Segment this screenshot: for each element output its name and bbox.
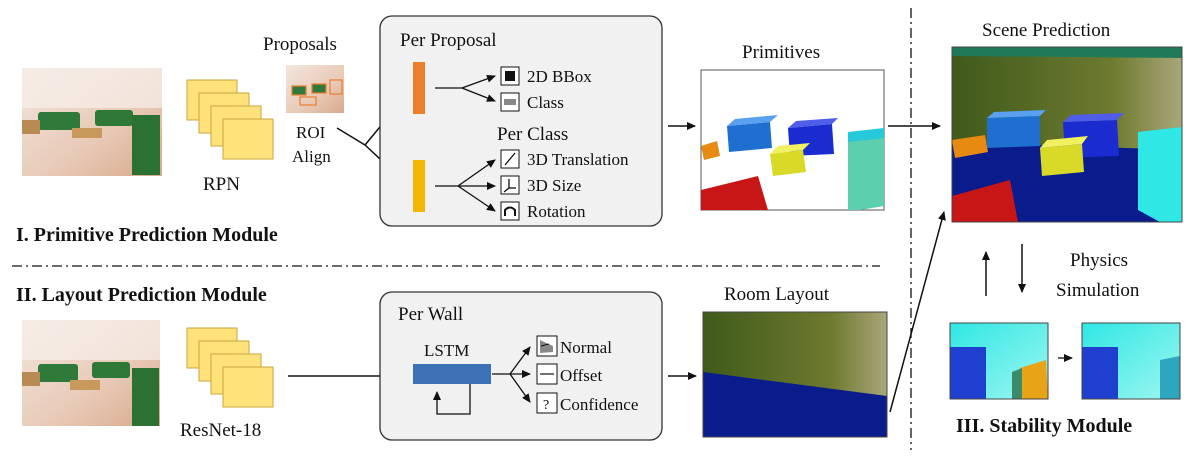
roi-label-line2: Align (292, 147, 331, 166)
rpn-feature-stack (186, 79, 274, 160)
primitives-label: Primitives (742, 42, 820, 63)
per-proposal-label: Per Proposal (400, 30, 497, 51)
roi-label-line1: ROI (296, 123, 326, 142)
lstm-block (413, 364, 491, 384)
size-label: 3D Size (527, 176, 581, 195)
lstm-label: LSTM (424, 341, 469, 360)
scene-prediction-label: Scene Prediction (982, 20, 1111, 41)
module1-title: I. Primitive Prediction Module (16, 224, 278, 246)
offset-label: Offset (560, 366, 602, 385)
scene-prediction-image (951, 46, 1183, 223)
proposal-feature-bar (413, 62, 425, 114)
normal-label: Normal (560, 338, 612, 357)
input-room-image-bottom (22, 320, 160, 426)
module3-title: III. Stability Module (956, 415, 1132, 437)
proposals-thumbnail (286, 65, 344, 113)
per-class-label: Per Class (497, 124, 568, 145)
class-label: Class (527, 93, 564, 112)
per-wall-panel (379, 291, 663, 441)
resnet-feature-stack (186, 327, 274, 408)
rpn-label: RPN (203, 174, 240, 195)
svg-text:?: ? (543, 398, 549, 413)
rotation-icon (500, 201, 520, 221)
resnet-label: ResNet-18 (180, 420, 261, 441)
confidence-icon: ? (536, 392, 558, 414)
room-layout-image (702, 311, 888, 438)
room-layout-label: Room Layout (724, 284, 830, 305)
simulation-frame-before (949, 322, 1049, 400)
input-room-image-top (22, 68, 162, 176)
class-icon (500, 92, 520, 112)
physics-label-line2: Simulation (1056, 280, 1140, 301)
simulation-frame-after (1081, 322, 1181, 400)
normal-icon (536, 335, 558, 357)
rotation-label: Rotation (527, 202, 586, 221)
per-wall-label: Per Wall (398, 304, 463, 325)
primitives-image (700, 69, 885, 211)
translation-icon (500, 149, 520, 169)
module2-title: II. Layout Prediction Module (16, 284, 267, 306)
physics-label-line1: Physics (1070, 250, 1128, 271)
per-proposal-panel (379, 15, 663, 227)
confidence-label: Confidence (560, 395, 638, 414)
offset-icon (536, 363, 558, 385)
translation-label: 3D Translation (527, 150, 629, 169)
proposals-label: Proposals (263, 34, 337, 55)
bbox-icon (500, 66, 520, 86)
class-feature-bar (413, 160, 425, 212)
bbox-label: 2D BBox (527, 67, 592, 86)
size-icon (500, 175, 520, 195)
